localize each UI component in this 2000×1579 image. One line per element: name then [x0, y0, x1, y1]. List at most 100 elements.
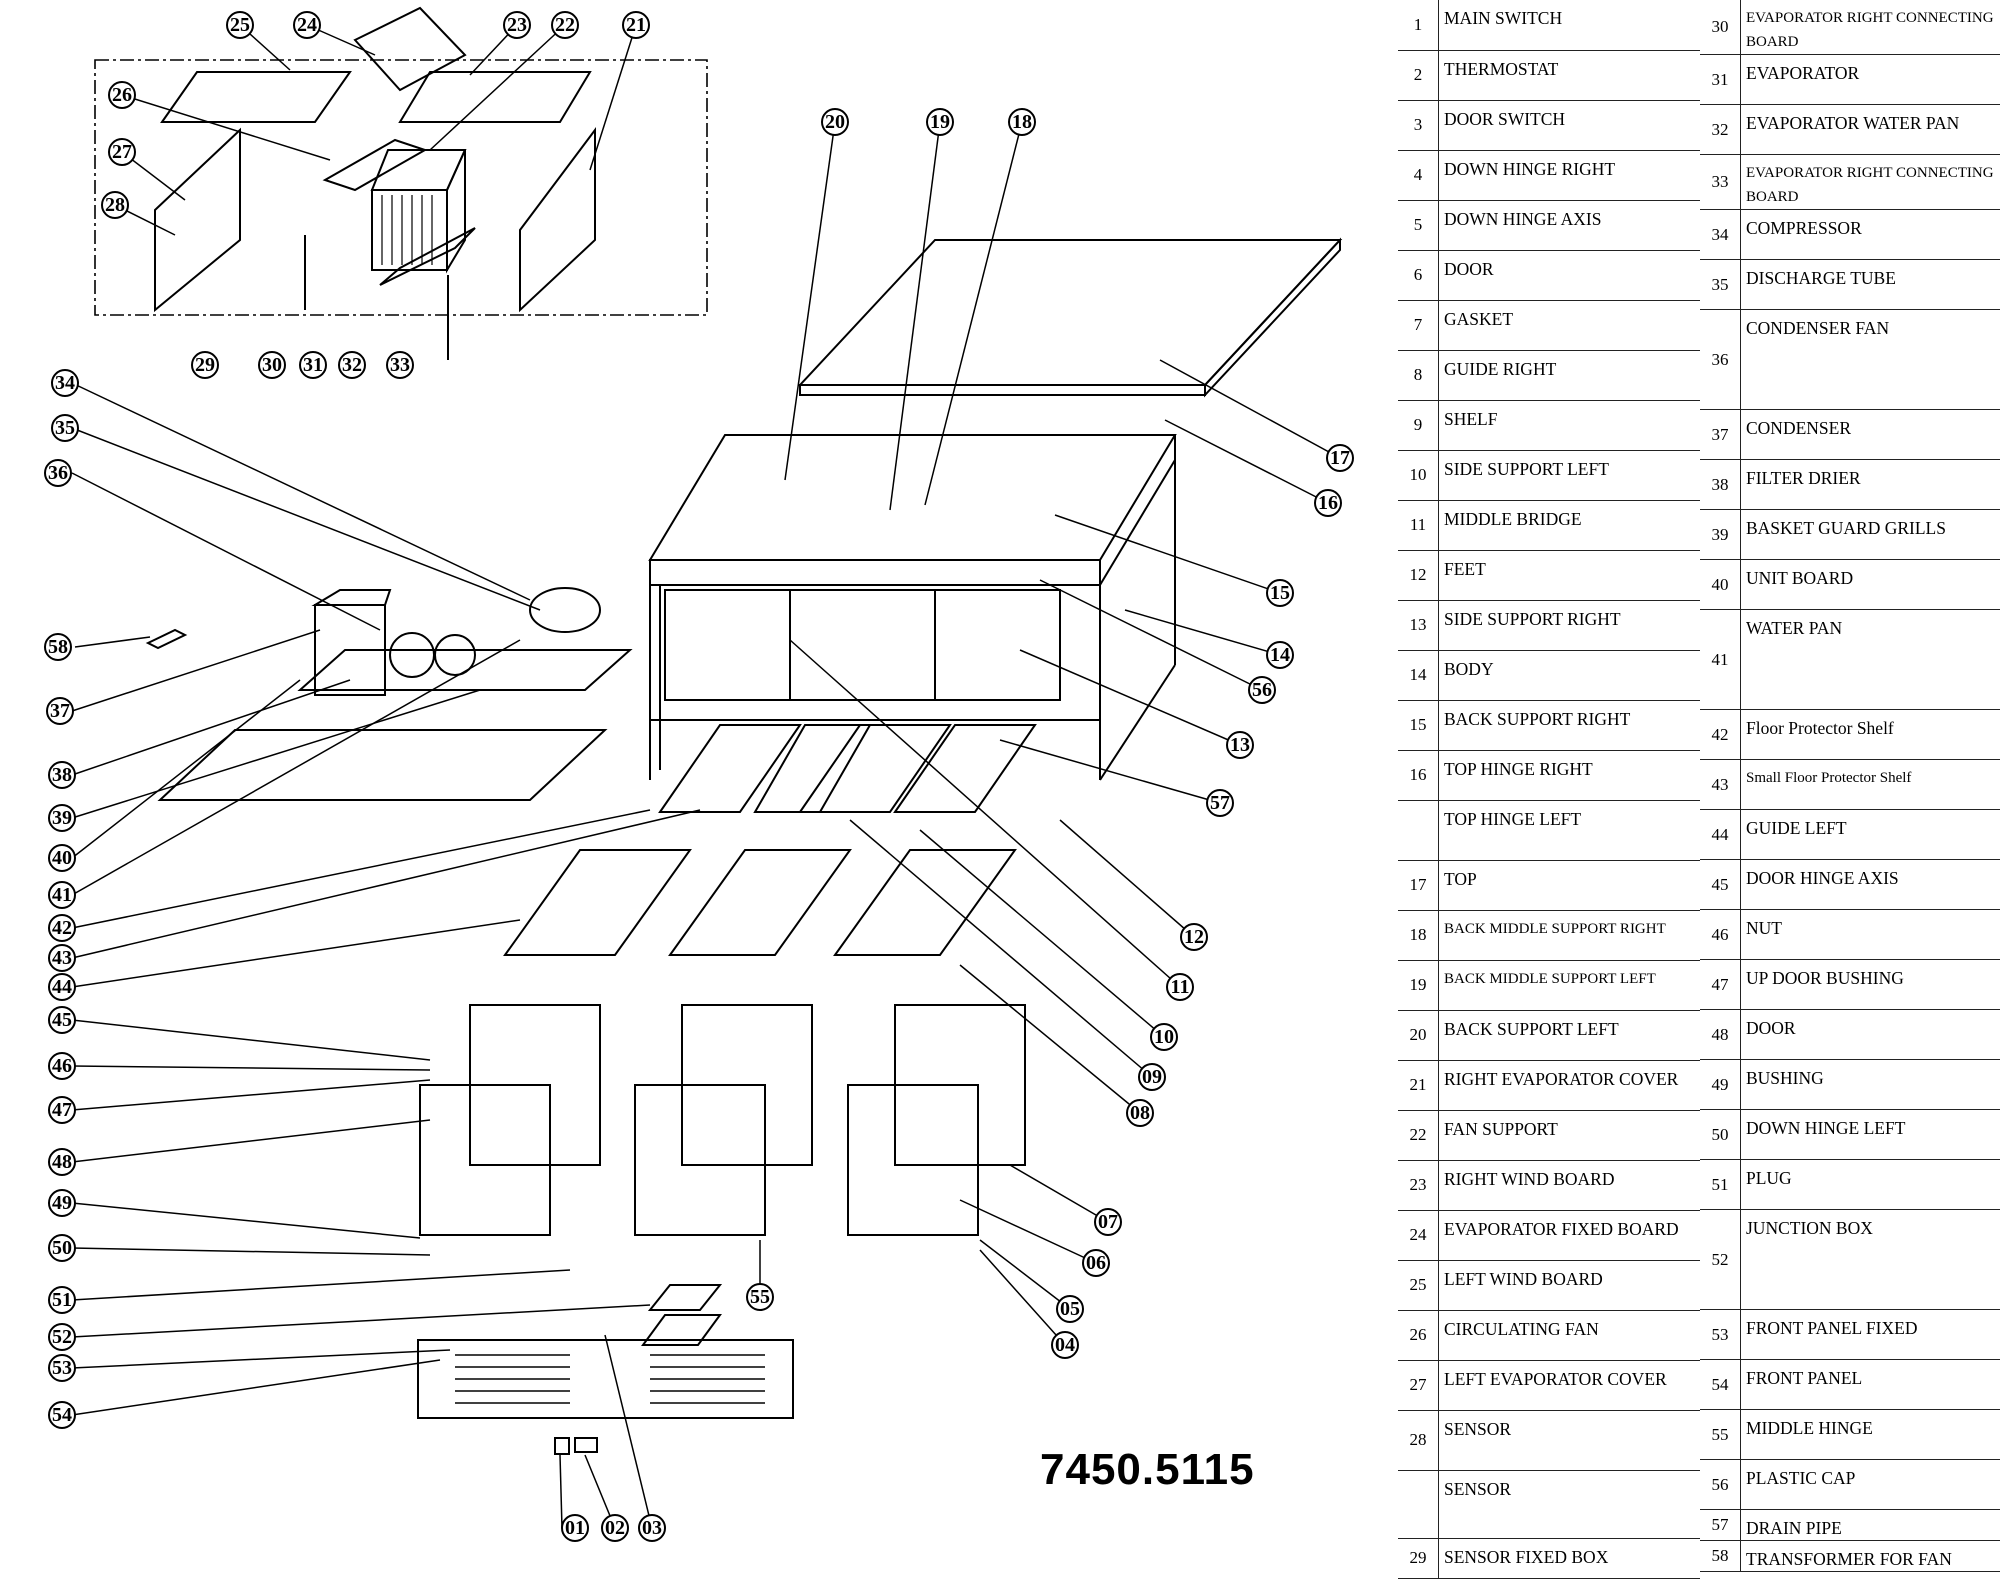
svg-text:44: 44 [52, 976, 72, 998]
callout-40: 40 [49, 845, 75, 871]
svg-text:15: 15 [1270, 582, 1290, 604]
part-number: 37 [1700, 410, 1741, 460]
callout-43: 43 [49, 945, 75, 971]
svg-text:30: 30 [262, 354, 282, 376]
part-description: UNIT BOARD [1741, 560, 2000, 610]
part-number: 24 [1398, 1210, 1439, 1260]
part-description: COMPRESSOR [1741, 210, 2000, 260]
svg-text:56: 56 [1252, 679, 1272, 701]
part-description: EVAPORATOR RIGHT CONNECTING BOARD [1741, 155, 2000, 210]
part-description: CONDENSER FAN [1741, 310, 2000, 410]
part-description: SENSOR FIXED BOX [1439, 1538, 1701, 1578]
svg-text:52: 52 [52, 1326, 72, 1348]
part-number: 30 [1700, 0, 1741, 55]
guide-2 [670, 850, 850, 955]
callout-54: 54 [49, 1402, 75, 1428]
callout-45: 45 [49, 1007, 75, 1033]
part-description: EVAPORATOR [1741, 55, 2000, 105]
callout-34: 34 [52, 370, 78, 396]
water-pan [160, 730, 605, 800]
part-description: BASKET GUARD GRILLS [1741, 510, 2000, 560]
callout-15: 15 [1267, 580, 1293, 606]
part-description: RIGHT WIND BOARD [1439, 1160, 1701, 1210]
svg-text:55: 55 [750, 1286, 770, 1308]
part-description: BACK SUPPORT RIGHT [1439, 700, 1701, 750]
part-description: Small Floor Protector Shelf [1741, 760, 2000, 810]
part-number: 17 [1398, 860, 1439, 910]
part-number: 1 [1398, 0, 1439, 50]
svg-text:45: 45 [52, 1009, 72, 1031]
svg-text:25: 25 [230, 14, 250, 36]
part-description: FEET [1439, 550, 1701, 600]
part-description: DRAIN PIPE [1741, 1510, 2000, 1541]
svg-text:37: 37 [50, 700, 70, 722]
part-description: NUT [1741, 910, 2000, 960]
part-description: BODY [1439, 650, 1701, 700]
svg-text:16: 16 [1318, 492, 1338, 514]
callout-14: 14 [1267, 642, 1293, 668]
part-number: 21 [1398, 1060, 1439, 1110]
part-number: 20 [1398, 1010, 1439, 1060]
part-description: BACK SUPPORT LEFT [1439, 1010, 1701, 1060]
svg-text:47: 47 [52, 1099, 72, 1121]
part-number: 36 [1700, 310, 1741, 410]
part-description: FRONT PANEL FIXED [1741, 1310, 2000, 1360]
part-number: 47 [1700, 960, 1741, 1010]
part-description: BUSHING [1741, 1060, 2000, 1110]
part-description: UP DOOR BUSHING [1741, 960, 2000, 1010]
svg-text:06: 06 [1086, 1252, 1106, 1274]
callout-01: 01 [562, 1515, 588, 1541]
part-number: 41 [1700, 610, 1741, 710]
part-number: 19 [1398, 960, 1439, 1010]
part-description: GUIDE RIGHT [1439, 350, 1701, 400]
part-number: 46 [1700, 910, 1741, 960]
part-number: 27 [1398, 1360, 1439, 1410]
callout-22: 22 [552, 12, 578, 38]
part-description: TRANSFORMER FOR FAN [1741, 1541, 2000, 1572]
part-description: TOP [1439, 860, 1701, 910]
part-number: 53 [1700, 1310, 1741, 1360]
part-description: SENSOR [1439, 1470, 1701, 1538]
part-number: 44 [1700, 810, 1741, 860]
sensor [555, 1438, 569, 1454]
part-number: 40 [1700, 560, 1741, 610]
part-number: 56 [1700, 1460, 1741, 1510]
part-description: WATER PAN [1741, 610, 2000, 710]
sensor-box [575, 1438, 597, 1452]
left-wind-board [162, 72, 350, 122]
shelf-4 [895, 725, 1035, 812]
svg-text:38: 38 [52, 764, 72, 786]
part-number: 6 [1398, 250, 1439, 300]
guide-3 [835, 850, 1015, 955]
svg-text:28: 28 [105, 194, 125, 216]
part-number: 49 [1700, 1060, 1741, 1110]
svg-text:07: 07 [1098, 1211, 1118, 1233]
guide-1 [505, 850, 690, 955]
part-number: 2 [1398, 50, 1439, 100]
junction-box [650, 1285, 720, 1310]
